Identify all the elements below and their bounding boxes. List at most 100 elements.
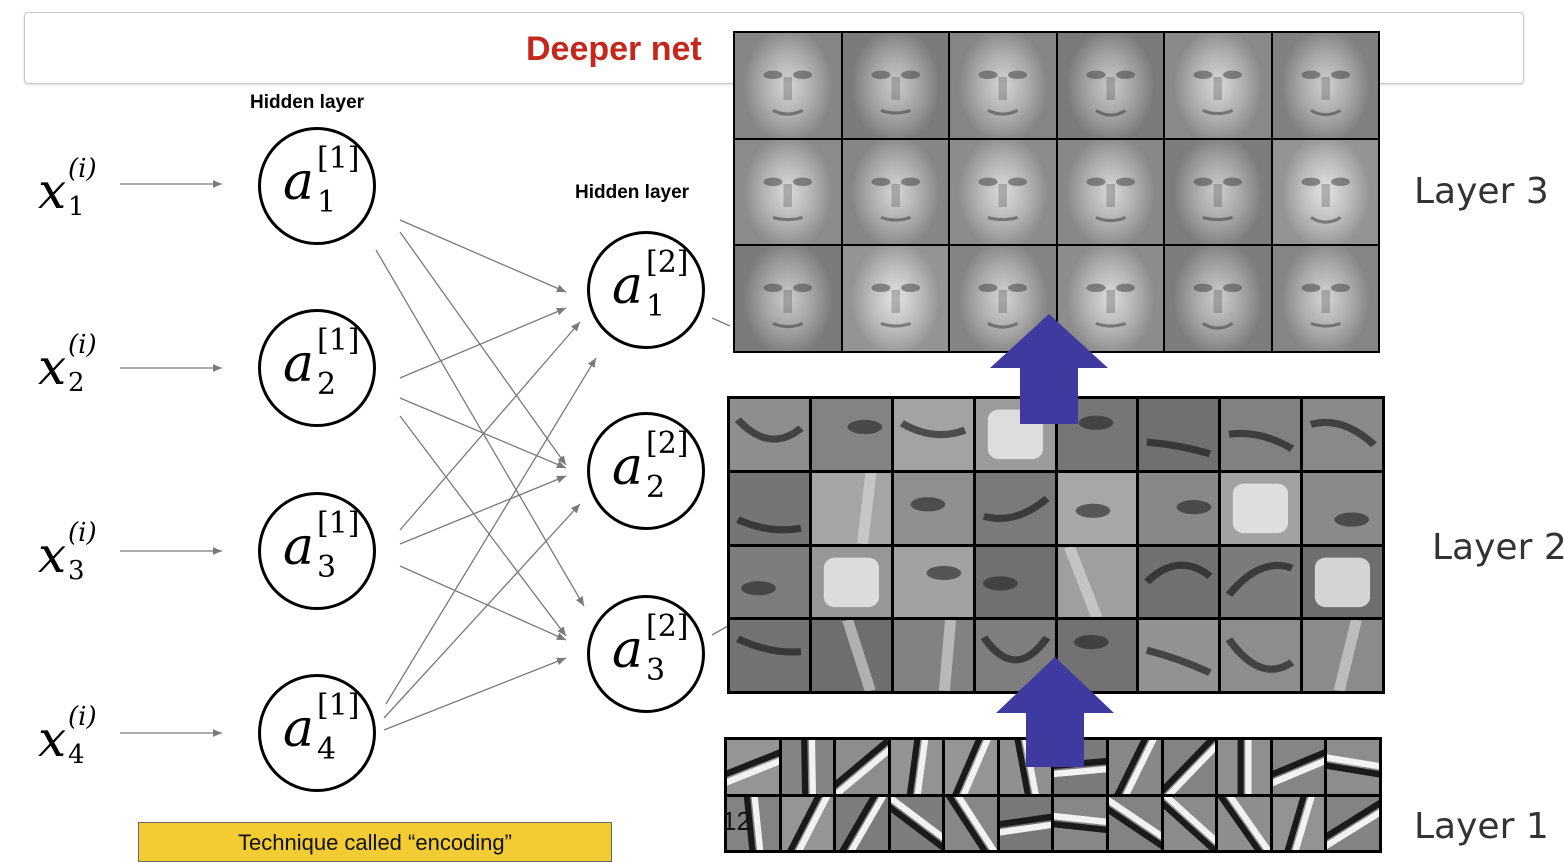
hidden-connection (399, 231, 567, 466)
node-superscript: [1] (317, 506, 360, 541)
hidden-layer-1-label: Hidden layer (250, 92, 365, 113)
part-feature-tile (975, 546, 1055, 618)
edge-feature-tile (999, 796, 1052, 850)
face-feature-tile (1165, 139, 1271, 245)
face-feature-tile (1272, 139, 1378, 245)
edge-feature-tile (781, 796, 834, 850)
part-feature-tile (1303, 546, 1382, 618)
layer2-label: Layer 2 (1432, 527, 1564, 568)
face-feature-tile (1165, 246, 1271, 351)
input-subscript: 3 (68, 556, 85, 586)
edge-feature-tile (1272, 796, 1325, 850)
edge-feature-tile (1109, 796, 1161, 850)
part-feature-tile (1303, 620, 1382, 691)
node-subscript: 2 (646, 470, 666, 505)
edge-feature-tile (890, 740, 943, 794)
input-superscript: (i) (68, 518, 97, 548)
face-feature-tile (735, 139, 841, 245)
hidden-connection (399, 565, 567, 641)
edge-feature-tile (1327, 740, 1379, 794)
hidden-connection (399, 219, 567, 293)
part-feature-tile (811, 620, 891, 691)
edge-feature-tile (1054, 796, 1107, 850)
page-number: 12 (722, 806, 751, 836)
layer2-node-1: a [2] 1 (587, 231, 705, 349)
face-feature-tile (1272, 33, 1378, 138)
face-feature-tile (1165, 33, 1271, 138)
up-arrow-icon (990, 314, 1108, 424)
input-superscript: (i) (68, 330, 97, 360)
layer1-feature-grid (724, 737, 1382, 853)
hidden-layer-2-label: Hidden layer (575, 182, 690, 203)
encoding-note: Technique called “encoding” (138, 822, 612, 862)
up-arrow-icon (996, 657, 1114, 767)
node-symbol: a (283, 517, 315, 577)
edge-feature-tile (1163, 796, 1216, 850)
edge-feature-tile (836, 740, 888, 794)
output-connection (711, 317, 731, 327)
input-symbol: x (38, 162, 67, 220)
layer2-feature-grid (727, 396, 1385, 694)
hidden-connection (399, 415, 567, 637)
part-feature-tile (1139, 472, 1219, 544)
part-feature-tile (730, 546, 809, 618)
node-superscript: [1] (317, 323, 360, 358)
input-subscript: 4 (68, 740, 85, 770)
layer2-node-3: a [2] 3 (587, 595, 705, 713)
part-feature-tile (1139, 399, 1219, 470)
input-x1: x (i) 1 (38, 156, 128, 236)
layer1-label: Layer 1 (1414, 806, 1549, 847)
face-feature-tile (1057, 33, 1163, 138)
input-x3: x (i) 3 (38, 520, 128, 600)
part-feature-tile (893, 472, 973, 544)
node-superscript: [2] (646, 426, 689, 461)
layer3-label: Layer 3 (1414, 171, 1549, 212)
part-feature-tile (811, 546, 891, 618)
layer2-node-2: a [2] 2 (587, 412, 705, 530)
output-connection (711, 625, 729, 636)
part-feature-tile (1221, 472, 1301, 544)
edge-feature-tile (1109, 740, 1161, 794)
face-feature-tile (1057, 246, 1163, 351)
node-superscript: [2] (646, 609, 689, 644)
node-superscript: [1] (317, 688, 360, 723)
edge-feature-tile (1218, 796, 1270, 850)
face-feature-tile (950, 33, 1056, 138)
edge-feature-tile (1272, 740, 1325, 794)
part-feature-tile (1221, 399, 1301, 470)
node-subscript: 1 (646, 289, 666, 324)
part-feature-tile (893, 546, 973, 618)
input-symbol: x (38, 338, 67, 396)
part-feature-tile (1057, 546, 1137, 618)
face-feature-tile (842, 33, 948, 138)
node-subscript: 2 (317, 367, 337, 402)
part-feature-tile (1057, 472, 1137, 544)
edge-feature-tile (945, 796, 997, 850)
slide-title: Deeper net (526, 30, 702, 68)
part-feature-tile (1303, 472, 1382, 544)
node-symbol: a (283, 699, 315, 759)
node-subscript: 4 (317, 732, 337, 767)
input-symbol: x (38, 710, 67, 768)
node-subscript: 3 (317, 550, 337, 585)
node-symbol: a (283, 334, 315, 394)
hidden-connection (385, 357, 597, 705)
edge-feature-tile (1218, 740, 1270, 794)
input-subscript: 1 (68, 192, 85, 222)
face-feature-tile (735, 33, 841, 138)
input-superscript: (i) (68, 154, 97, 184)
input-subscript: 2 (68, 368, 85, 398)
edge-feature-tile (727, 796, 779, 850)
hidden-connection (399, 321, 581, 531)
part-feature-tile (811, 399, 891, 470)
layer3-feature-grid (733, 31, 1380, 353)
layer1-node-1: a [1] 1 (258, 127, 376, 245)
node-superscript: [1] (317, 141, 360, 176)
edge-feature-tile (890, 796, 943, 850)
hidden-connection (399, 475, 567, 545)
input-superscript: (i) (68, 702, 97, 732)
part-feature-tile (975, 472, 1055, 544)
part-feature-tile (730, 399, 809, 470)
input-symbol: x (38, 526, 67, 584)
